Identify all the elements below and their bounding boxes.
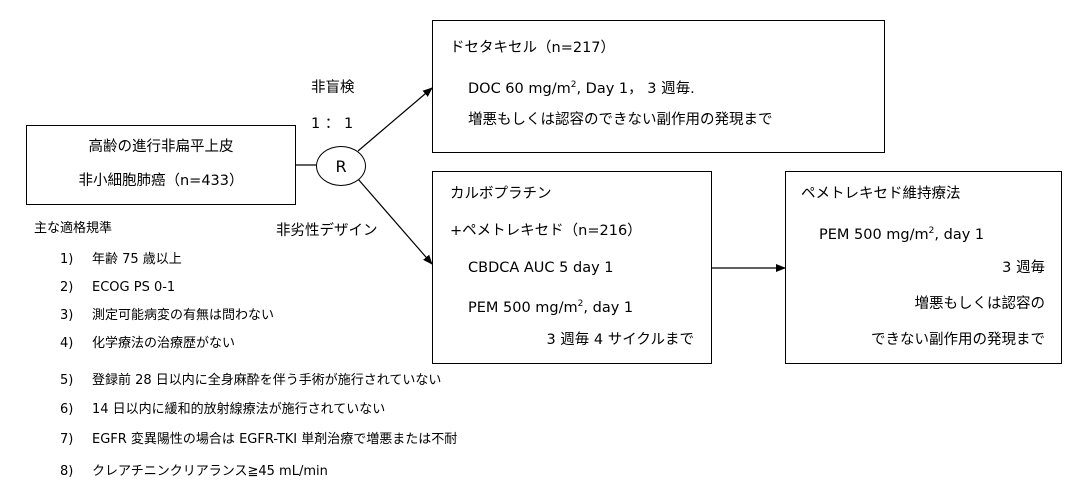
randomization-symbol: R	[335, 156, 347, 176]
randomization-to-cbdca-arrow	[357, 178, 433, 265]
arm-cbdca-title1: カルボプラチン	[450, 186, 552, 202]
criteria-heading: 主な適格規準	[34, 221, 113, 236]
randomization-circle: R	[316, 146, 366, 186]
criteria-item: 3)測定可能病変の有無は問わない	[60, 308, 275, 323]
criteria-item: 7)EGFR 変異陽性の場合は EGFR-TKI 単剤治療で増悪または不耐	[60, 432, 458, 447]
maintenance-box: ペメトレキセド維持療法 PEM 500 mg/m2, day 1 3 週毎 増悪…	[785, 171, 1062, 364]
criteria-item: 6)14 日以内に緩和的放射線療法が施行されていない	[60, 402, 386, 417]
maintenance-dose: PEM 500 mg/m2, day 1	[819, 226, 985, 243]
arm-docetaxel-title: ドセタキセル（n=217）	[450, 40, 616, 56]
population-line2: 非小細胞肺癌（n=433）	[78, 173, 244, 189]
randomization-to-doc-arrow	[357, 87, 433, 152]
maintenance-until2: できない副作用の発現まで	[871, 332, 1045, 348]
criteria-item: 2)ECOG PS 0-1	[60, 280, 176, 295]
criteria-item: 1)年齢 75 歳以上	[60, 252, 182, 267]
criteria-item: 4)化学療法の治療歴がない	[60, 336, 236, 351]
criteria-item: 5)登録前 28 日以内に全身麻酔を伴う手術が施行されていない	[60, 373, 442, 388]
maintenance-title: ペメトレキセド維持療法	[801, 186, 961, 202]
maintenance-until1: 増悪もしくは認容の	[914, 296, 1046, 312]
label-open-label: 非盲検	[311, 80, 355, 96]
arm-cbdca-pem-box: カルボプラチン +ペメトレキセド（n=216） CBDCA AUC 5 day …	[432, 171, 712, 364]
population-line1: 高齢の進行非扁平上皮	[88, 139, 234, 155]
arm-cbdca-title2: +ペメトレキセド（n=216）	[450, 223, 642, 239]
arm-cbdca-schedule: 3 週毎 4 サイクルまで	[546, 332, 694, 348]
arm-cbdca-dose2: PEM 500 mg/m2, day 1	[468, 299, 634, 316]
maintenance-schedule: 3 週毎	[1002, 260, 1045, 276]
label-noninferiority-design: 非劣性デザイン	[276, 223, 378, 239]
arm-docetaxel-until: 増悪もしくは認容のできない副作用の発現まで	[468, 112, 773, 128]
criteria-item: 8)クレアチニンクリアランス≧45 mL/min	[60, 464, 328, 479]
arm-cbdca-dose1: CBDCA AUC 5 day 1	[468, 260, 614, 276]
label-ratio: 1 ： 1	[311, 116, 354, 132]
population-box: 高齢の進行非扁平上皮 非小細胞肺癌（n=433）	[26, 125, 296, 205]
arm-docetaxel-box: ドセタキセル（n=217） DOC 60 mg/m2, Day 1， 3 週毎.…	[432, 20, 885, 153]
arm-docetaxel-dose: DOC 60 mg/m2, Day 1， 3 週毎.	[468, 80, 695, 97]
